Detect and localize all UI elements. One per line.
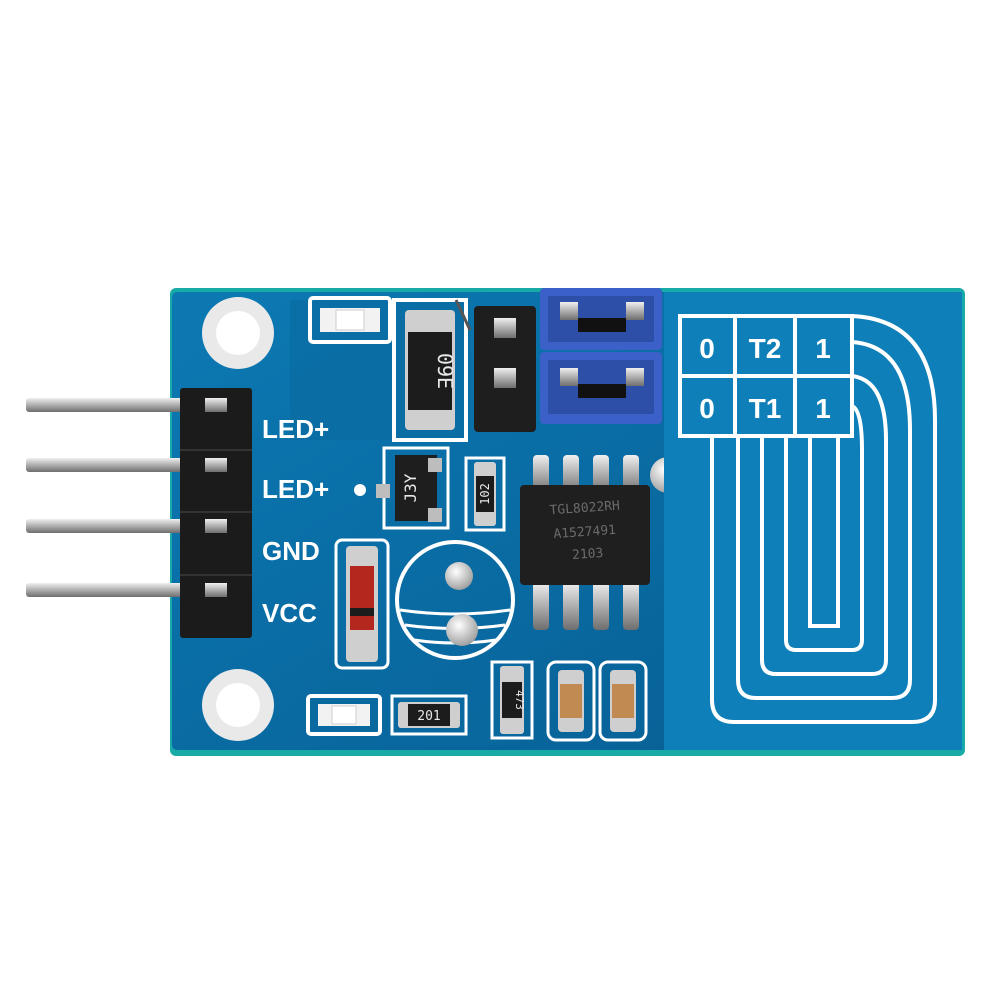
table-top-mid: T2: [749, 333, 782, 364]
touch-logo-circle: [395, 540, 515, 660]
transistor: J3Y: [354, 446, 450, 530]
resistor-large-code: 09E: [433, 353, 457, 389]
table-top-left: 0: [699, 333, 715, 364]
pin-header-housing: [180, 388, 252, 638]
resistor-bottom: 201: [390, 694, 468, 736]
pin-label-gnd: GND: [262, 536, 320, 566]
table-bottom-right: 1: [815, 393, 831, 424]
touch-electrode-rings: [710, 314, 937, 724]
chip-line-3: 2103: [572, 546, 604, 563]
mounting-hole-bottom: [202, 669, 274, 741]
resistor-small: 102: [464, 456, 506, 532]
table-top-right: 1: [815, 333, 831, 364]
led-top: [308, 296, 392, 344]
resistor-small-code: 102: [478, 483, 492, 505]
table-bottom-left: 0: [699, 393, 715, 424]
resistor-bottom-2-code: 473: [513, 690, 526, 710]
diode-red: [334, 538, 390, 670]
transistor-code: J3Y: [401, 473, 420, 502]
chip-line-2: A1527491: [553, 523, 617, 542]
pin-label-led-plus-2: LED+: [262, 474, 329, 504]
resistor-bottom-code: 201: [417, 709, 440, 724]
capacitor-1: [546, 660, 596, 742]
table-bottom-mid: T1: [749, 393, 782, 424]
capacitor-2: [598, 660, 648, 742]
jumper-top: [540, 288, 662, 350]
black-header-2pin: [454, 299, 536, 432]
resistor-large: 09E: [392, 298, 468, 442]
led-bottom: [306, 694, 382, 736]
touch-pad-area: 0 T2 1 0 T1 1: [664, 292, 962, 750]
chip-line-1: TGL8022RH: [549, 499, 620, 519]
mounting-hole-top: [202, 297, 274, 369]
jumper-bottom: [540, 352, 662, 424]
ic-chip: TGL8022RH A1527491 2103: [520, 455, 650, 630]
pin-label-vcc: VCC: [262, 598, 317, 628]
resistor-bottom-2: 473: [490, 660, 534, 740]
pin-label-led-plus-1: LED+: [262, 414, 329, 444]
header-pins: [26, 398, 226, 597]
